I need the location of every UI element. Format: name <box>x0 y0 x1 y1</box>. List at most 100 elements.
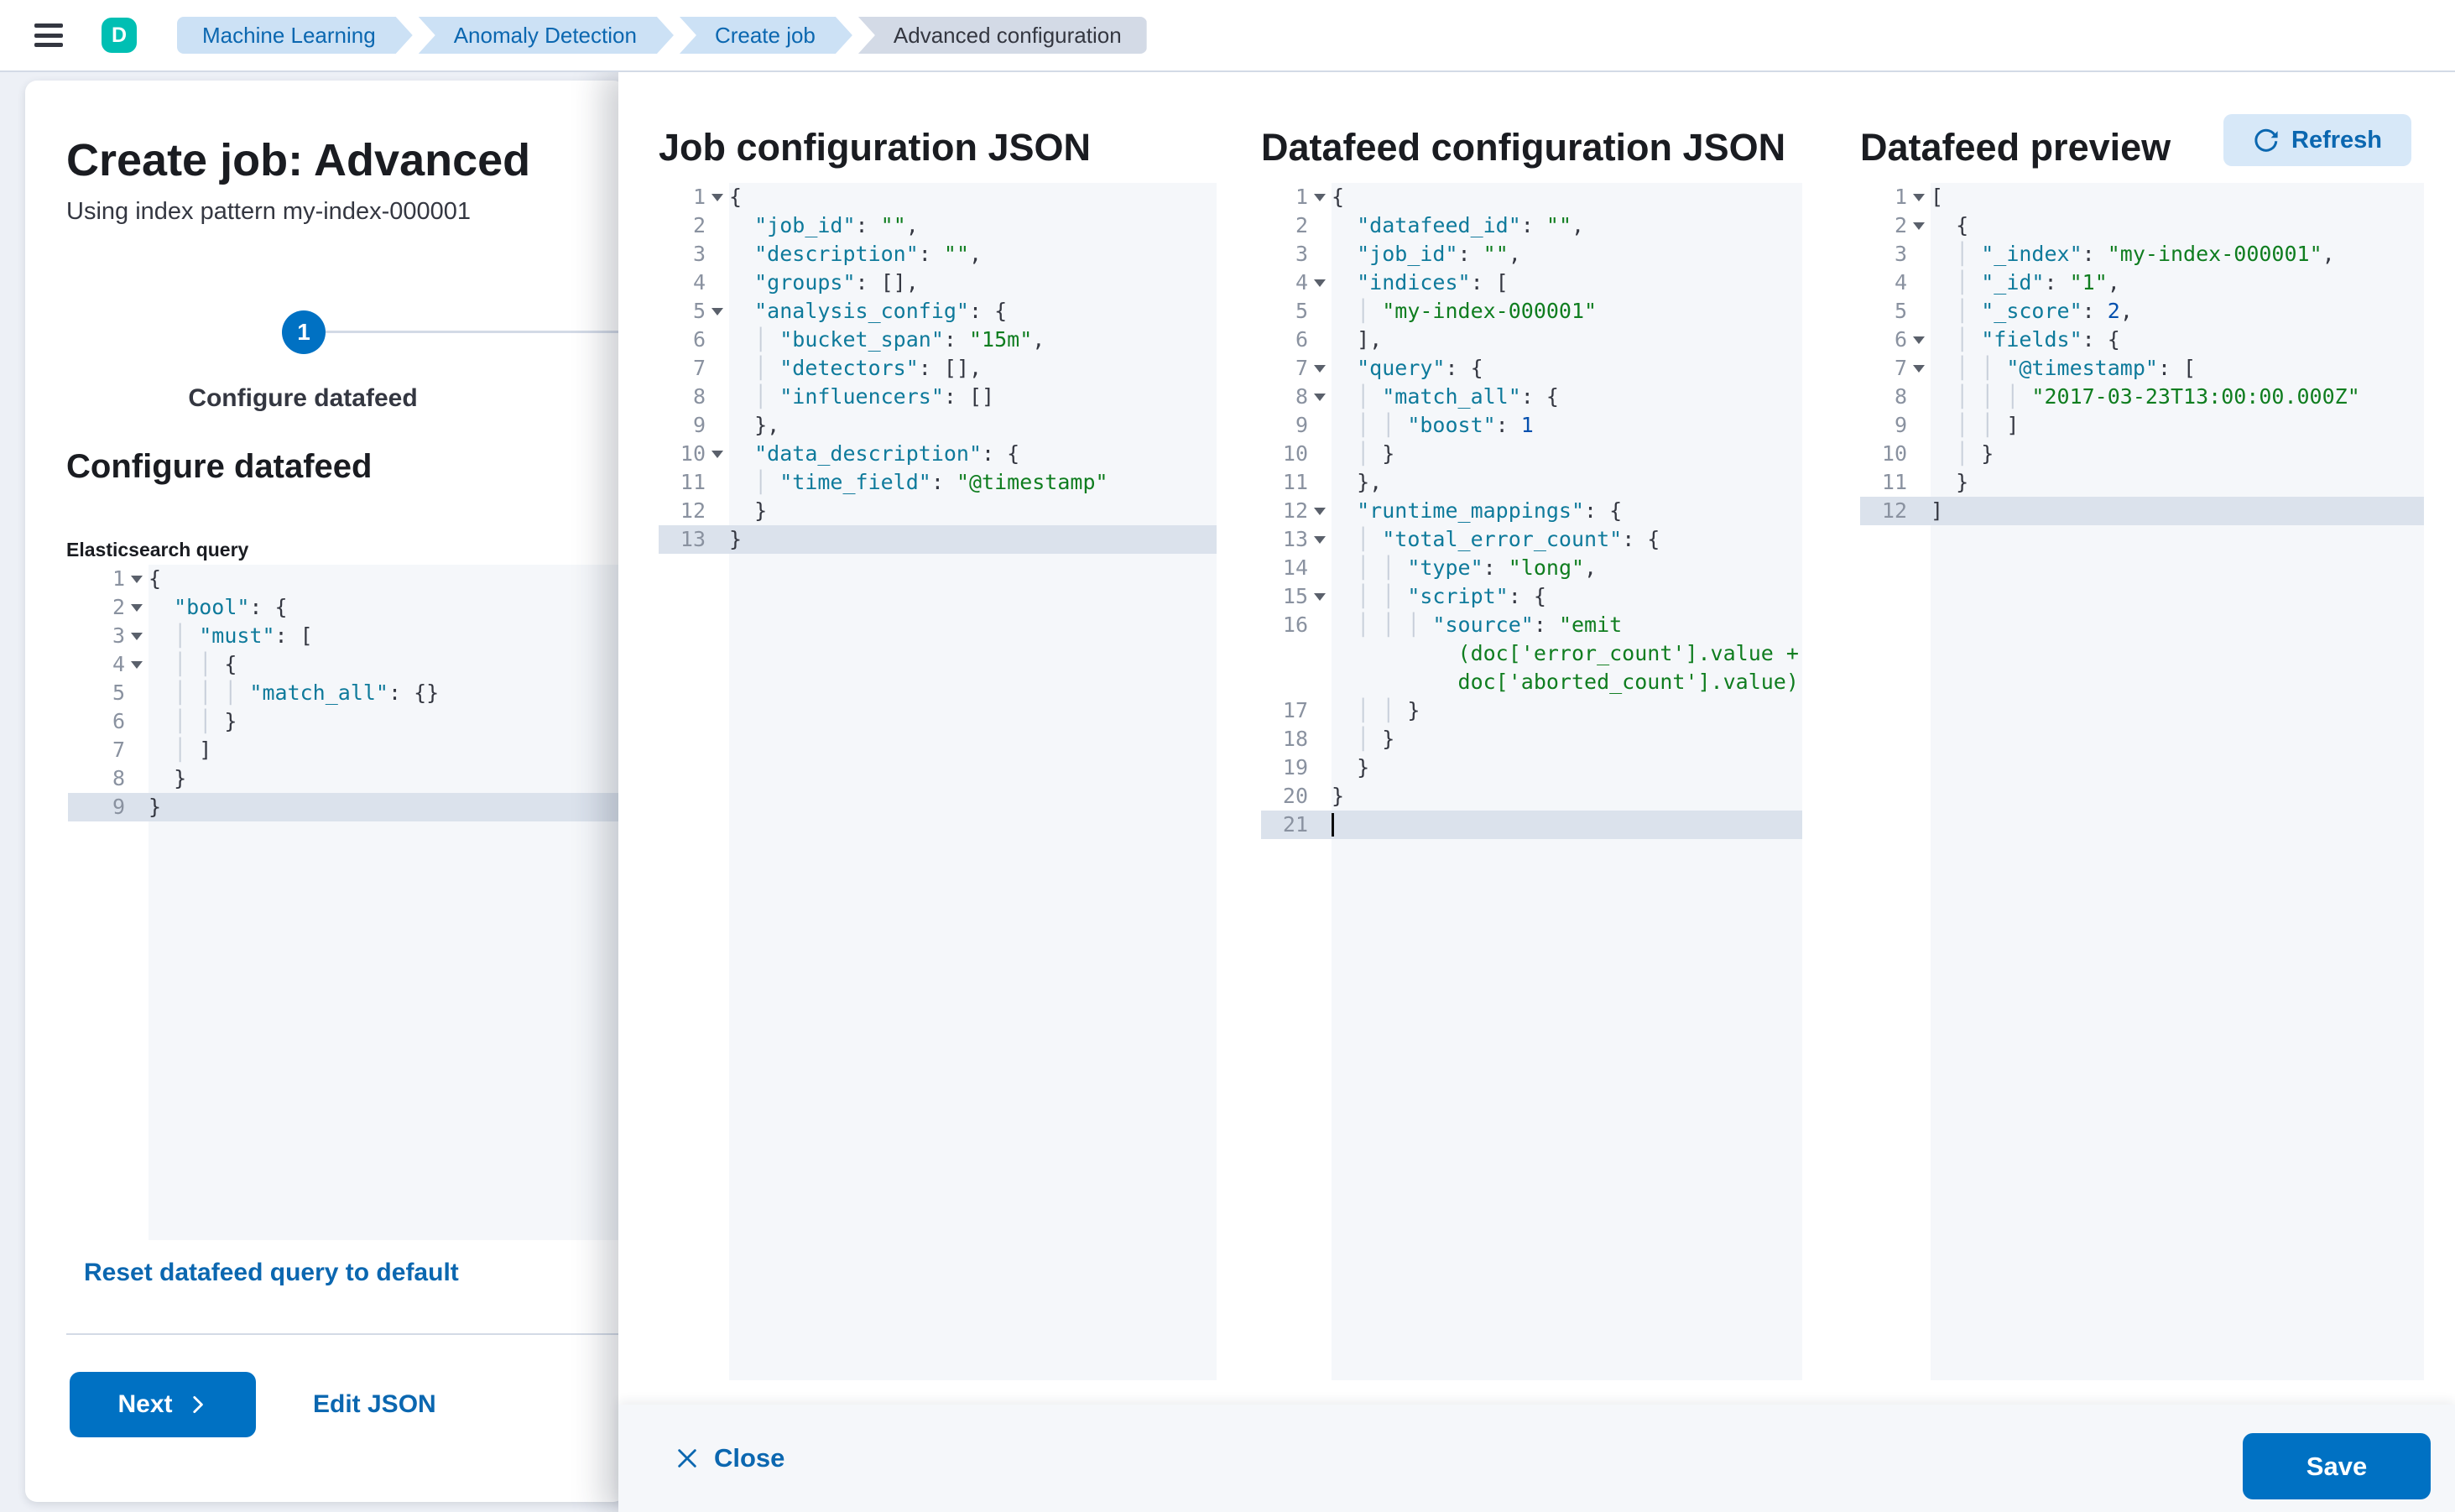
code-line: 8 } <box>68 764 625 793</box>
user-avatar[interactable]: D <box>102 18 137 53</box>
code-line: 6 ], <box>1261 326 1802 354</box>
fold-toggle-icon[interactable] <box>1314 365 1326 373</box>
fold-toggle-icon[interactable] <box>1314 508 1326 515</box>
code-line: 7 │ "detectors": [], <box>659 354 1217 383</box>
close-button[interactable]: Close <box>675 1443 784 1473</box>
step-1-label: Configure datafeed <box>188 384 418 412</box>
line-number: 8 <box>1295 384 1308 409</box>
code-line: 10 │ } <box>1261 440 1802 468</box>
line-number: 4 <box>112 652 125 676</box>
fold-toggle-icon[interactable] <box>1913 222 1925 230</box>
breadcrumb-create-job[interactable]: Create job <box>680 17 852 54</box>
code-line: 7 │ │ "@timestamp": [ <box>1860 354 2424 383</box>
datafeed-preview-editor[interactable]: 1[2 {3 │ "_index": "my-index-000001",4 │… <box>1860 183 2424 1380</box>
refresh-button[interactable]: Refresh <box>2223 114 2411 166</box>
code-line: 3 "description": "", <box>659 240 1217 269</box>
code-text: "query": { <box>1357 356 1483 380</box>
code-text: "groups": [], <box>754 270 919 295</box>
fold-toggle-icon[interactable] <box>1913 365 1925 373</box>
code-line: 4 "indices": [ <box>1261 269 1802 297</box>
es-query-editor[interactable]: 1{2 "bool": {3 │ "must": [4 │ │ {5 │ │ │… <box>68 565 625 1240</box>
line-number: 7 <box>1295 356 1308 380</box>
configure-datafeed-heading: Configure datafeed <box>66 448 373 485</box>
code-text: "runtime_mappings": { <box>1357 498 1623 523</box>
fold-toggle-icon[interactable] <box>1314 593 1326 601</box>
line-number: 18 <box>1282 727 1308 751</box>
fold-toggle-icon[interactable] <box>1314 194 1326 201</box>
save-button[interactable]: Save <box>2243 1433 2431 1499</box>
code-line: 1{ <box>68 565 625 593</box>
code-line: 2 { <box>1860 211 2424 240</box>
line-number: 2 <box>692 213 706 237</box>
fold-toggle-icon[interactable] <box>131 661 143 669</box>
code-line: 13 │ "total_error_count": { <box>1261 525 1802 554</box>
code-line: doc['aborted_count'].value)" <box>1261 668 1802 696</box>
datafeed-config-editor[interactable]: 1{2 "datafeed_id": "",3 "job_id": "",4 "… <box>1261 183 1802 1380</box>
line-number: 17 <box>1282 698 1308 722</box>
line-number: 2 <box>1894 213 1907 237</box>
job-config-editor[interactable]: 1{2 "job_id": "",3 "description": "",4 "… <box>659 183 1217 1380</box>
breadcrumb-anomaly-detection[interactable]: Anomaly Detection <box>419 17 674 54</box>
code-line: 2 "bool": { <box>68 593 625 622</box>
code-text: │ │ } <box>149 709 237 733</box>
code-text: │ "match_all": { <box>1332 384 1559 409</box>
code-line: 11 }, <box>1261 468 1802 497</box>
code-text: │ │ │ "2017-03-23T13:00:00.000Z" <box>1931 384 2360 409</box>
code-text: } <box>754 498 768 523</box>
line-number: 13 <box>680 527 706 551</box>
next-button-label: Next <box>117 1390 173 1418</box>
code-line: 4 "groups": [], <box>659 269 1217 297</box>
code-line: 20} <box>1261 782 1802 811</box>
code-line: 13} <box>659 525 1217 554</box>
code-line: 2 "job_id": "", <box>659 211 1217 240</box>
line-number: 6 <box>1295 327 1308 352</box>
line-number: 21 <box>1282 812 1308 837</box>
line-number: 8 <box>1894 384 1907 409</box>
refresh-icon <box>2254 128 2278 152</box>
fold-toggle-icon[interactable] <box>711 194 723 201</box>
code-text: │ │ { <box>149 652 237 676</box>
code-line: 5 │ "my-index-000001" <box>1261 297 1802 326</box>
fold-toggle-icon[interactable] <box>131 604 143 612</box>
fold-toggle-icon[interactable] <box>711 451 723 458</box>
edit-json-link[interactable]: Edit JSON <box>313 1390 436 1418</box>
code-text: │ │ "script": { <box>1332 584 1546 608</box>
code-text: }, <box>1357 470 1383 494</box>
code-line: 6 │ │ } <box>68 707 625 736</box>
code-text: } <box>1956 470 1969 494</box>
breadcrumb-machine-learning[interactable]: Machine Learning <box>177 17 413 54</box>
line-number: 13 <box>1282 527 1308 551</box>
reset-datafeed-query-link[interactable]: Reset datafeed query to default <box>84 1259 459 1286</box>
line-number: 10 <box>1881 441 1907 466</box>
code-line: 1{ <box>1261 183 1802 211</box>
fold-toggle-icon[interactable] <box>1913 194 1925 201</box>
fold-toggle-icon[interactable] <box>1314 279 1326 287</box>
line-number: 11 <box>1881 470 1907 494</box>
fold-toggle-icon[interactable] <box>711 308 723 315</box>
fold-toggle-icon[interactable] <box>1314 394 1326 401</box>
fold-toggle-icon[interactable] <box>1913 336 1925 344</box>
code-line: 8 │ "match_all": { <box>1261 383 1802 411</box>
code-text <box>1332 811 1802 839</box>
breadcrumb: Machine Learning Anomaly Detection Creat… <box>177 17 1147 54</box>
code-text: } <box>149 795 162 819</box>
line-number: 12 <box>1282 498 1308 523</box>
line-number: 10 <box>680 441 706 466</box>
code-line: 12 } <box>659 497 1217 525</box>
close-button-label: Close <box>714 1443 785 1473</box>
code-text: ], <box>1357 327 1383 352</box>
code-text: │ "my-index-000001" <box>1332 299 1598 323</box>
next-button[interactable]: Next <box>70 1372 256 1437</box>
step-1-indicator[interactable]: 1 <box>282 310 326 354</box>
fold-toggle-icon[interactable] <box>1314 536 1326 544</box>
line-number <box>1261 639 1308 668</box>
code-text: "job_id": "", <box>754 213 919 237</box>
line-number: 12 <box>1881 498 1907 523</box>
code-text: │ │ ] <box>1931 413 2020 437</box>
code-text: │ "time_field": "@timestamp" <box>729 470 1108 494</box>
line-number: 16 <box>1282 613 1308 637</box>
fold-toggle-icon[interactable] <box>131 633 143 640</box>
line-number: 6 <box>112 709 125 733</box>
menu-hamburger-icon[interactable] <box>34 23 63 47</box>
fold-toggle-icon[interactable] <box>131 576 143 583</box>
